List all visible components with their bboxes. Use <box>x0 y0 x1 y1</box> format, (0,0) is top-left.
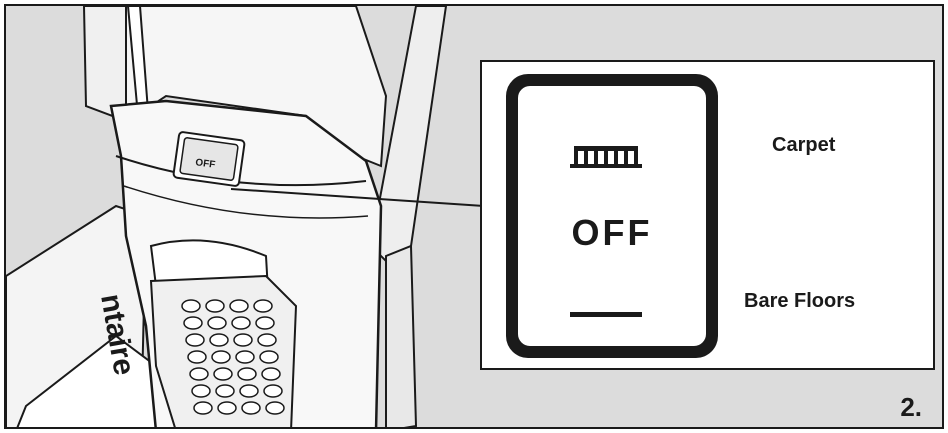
figure-number: 2. <box>900 392 922 422</box>
grill-vent <box>257 333 277 347</box>
grill-vent <box>261 367 281 381</box>
vacuum-switch: OFF <box>172 131 246 187</box>
grill-vent <box>215 384 235 398</box>
bare-floors-label: Bare Floors <box>744 290 856 312</box>
grill-vent <box>253 299 273 313</box>
carpet-label: Carpet <box>772 134 836 156</box>
grill-vent <box>207 316 227 330</box>
grill-vent <box>211 350 231 364</box>
grill-vent <box>191 384 211 398</box>
grill-vent <box>183 316 203 330</box>
vacuum-illustration: ntaire OFF <box>6 6 485 427</box>
grill-vent <box>255 316 275 330</box>
grill-vent <box>229 299 249 313</box>
right-wheel-housing <box>385 244 418 427</box>
grill-vent <box>263 384 283 398</box>
switch-detail: OFF <box>506 74 718 358</box>
carpet-brush-icon <box>570 146 642 168</box>
grill-vent <box>235 350 255 364</box>
grill-vent <box>231 316 251 330</box>
grill-vents <box>181 299 285 415</box>
switch-callout: OFF Carpet Bare Floors <box>480 60 935 370</box>
switch-face: OFF <box>516 84 708 348</box>
grill-vent <box>213 367 233 381</box>
grill-vent <box>265 401 285 415</box>
grill-vent <box>185 333 205 347</box>
grill-vent <box>233 333 253 347</box>
grill-vent <box>241 401 261 415</box>
grill-vent <box>187 350 207 364</box>
vacuum-switch-off-text: OFF <box>195 157 216 171</box>
grill-vent <box>239 384 259 398</box>
grill-vent <box>217 401 237 415</box>
leader-line <box>230 188 485 207</box>
grill-vent <box>237 367 257 381</box>
grill-vent <box>259 350 279 364</box>
grill-vent <box>205 299 225 313</box>
grill-vent <box>209 333 229 347</box>
grill-vent <box>193 401 213 415</box>
switch-off-label: OFF <box>571 212 653 253</box>
body-contour-2 <box>123 185 369 219</box>
handle-left <box>82 6 127 123</box>
grill-vent <box>189 367 209 381</box>
bare-floor-line-icon <box>570 312 642 317</box>
grill-vent <box>181 299 201 313</box>
